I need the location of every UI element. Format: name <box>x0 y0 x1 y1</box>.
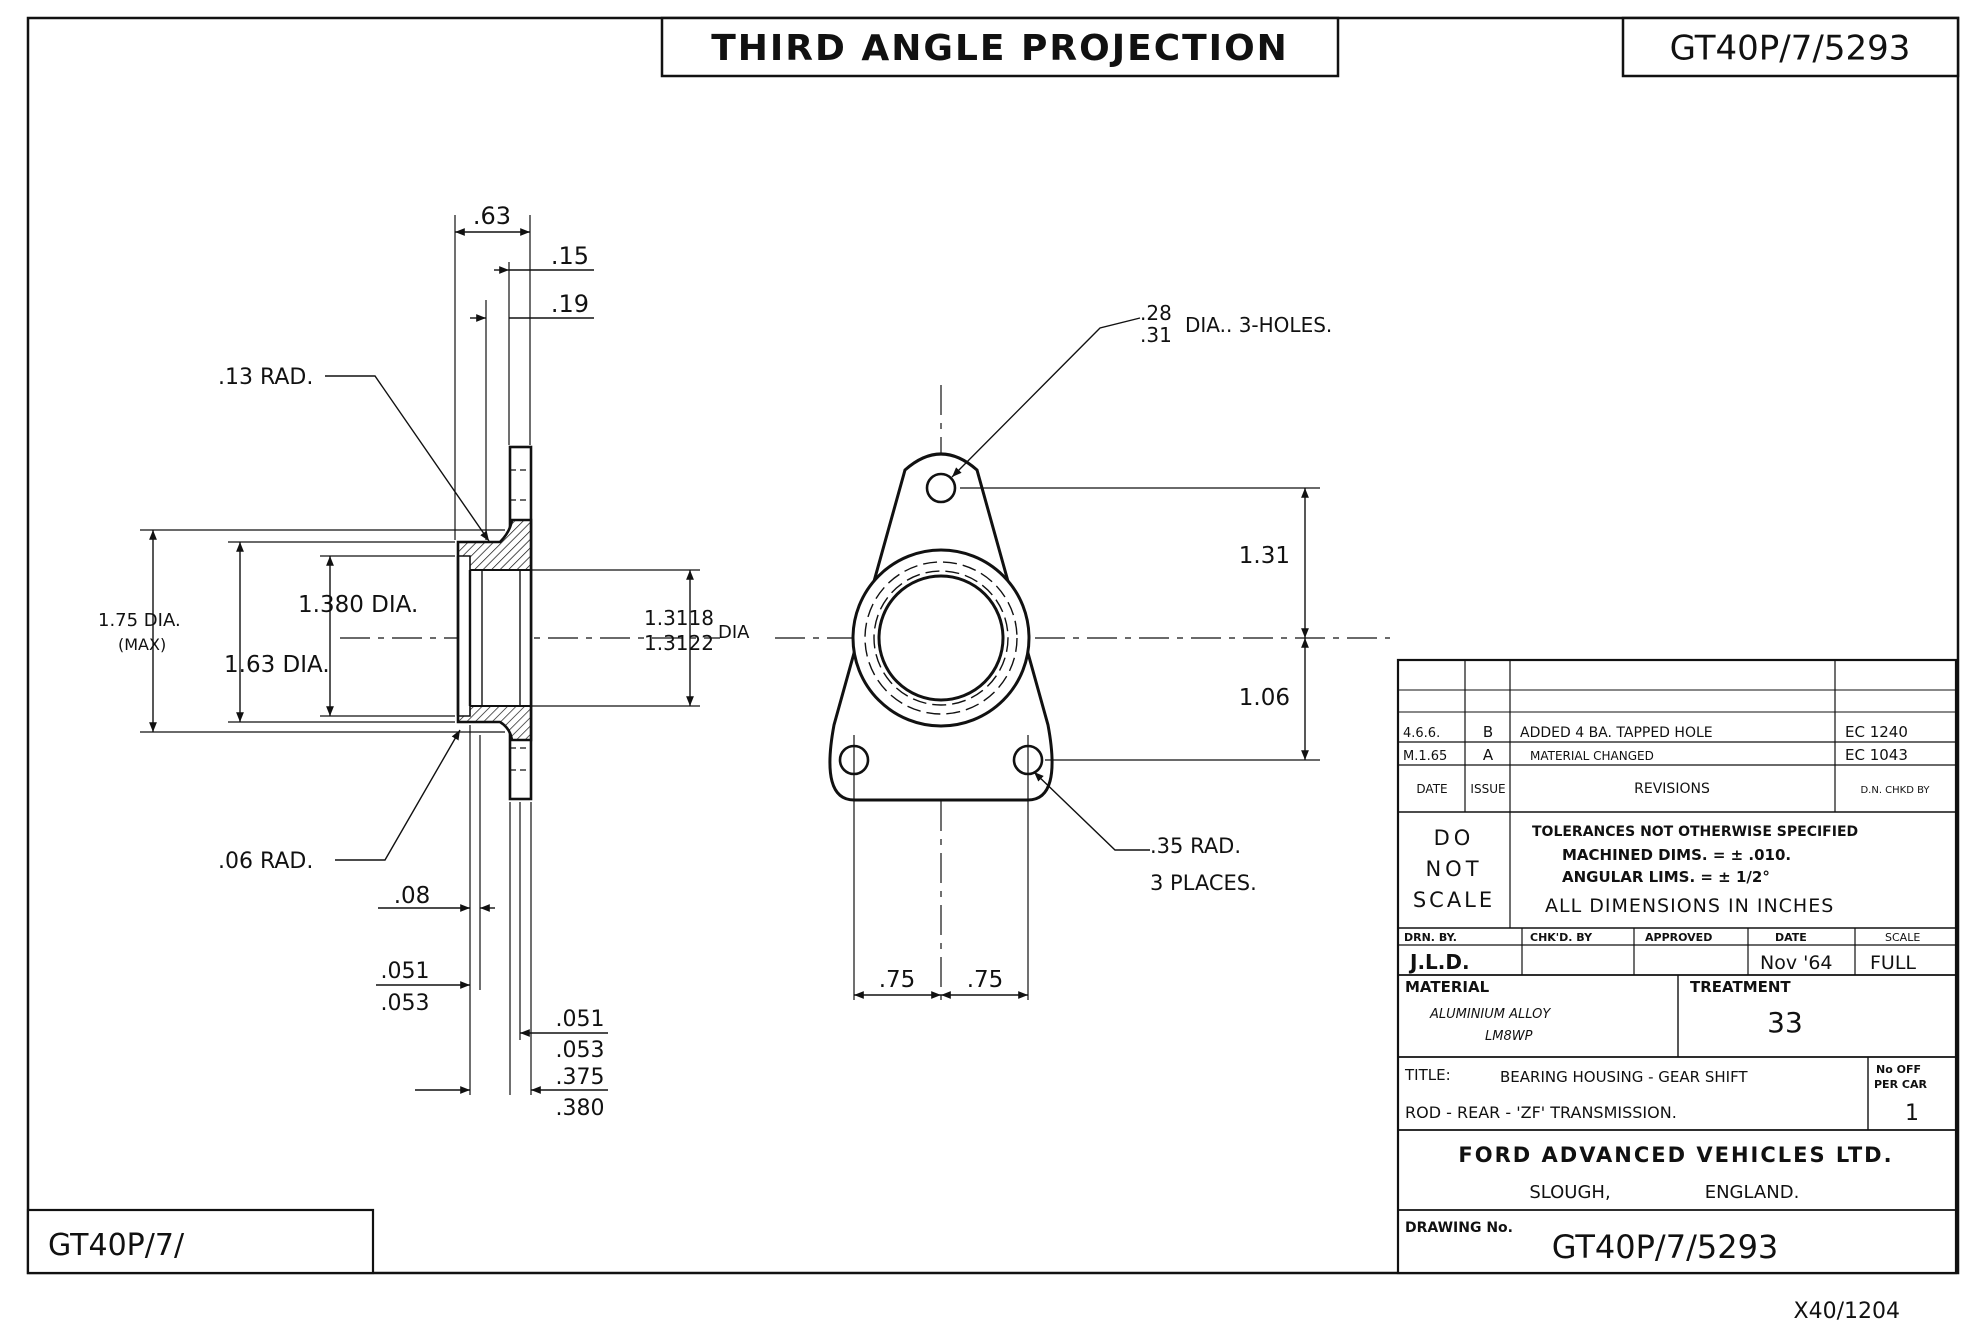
dim-75-right: .75 <box>967 967 1004 993</box>
holes-tol-bottom: .31 <box>1140 323 1172 347</box>
dia-mid-label: 1.63 DIA. <box>224 652 330 678</box>
front-view <box>775 317 1390 1000</box>
holes-suffix: DIA.. 3-HOLES. <box>1185 313 1332 337</box>
dia-outer-label: 1.75 DIA. <box>98 610 181 631</box>
dim-106: 1.06 <box>1239 685 1290 711</box>
bottom-left-stamp: GT40P/7/ <box>26 1208 375 1275</box>
company-name: FORD ADVANCED VEHICLES LTD. <box>1458 1143 1893 1167</box>
dim-375-top: .375 <box>556 1065 605 1090</box>
radius-top-label: .13 RAD. <box>218 365 313 390</box>
treatment-label: TREATMENT <box>1690 978 1791 996</box>
scale-value: FULL <box>1870 952 1916 974</box>
rev-a-text: MATERIAL CHANGED <box>1530 749 1654 763</box>
projection-label: THIRD ANGLE PROJECTION <box>711 28 1289 69</box>
location-country: ENGLAND. <box>1705 1182 1800 1203</box>
hdr-date: DATE <box>1775 931 1807 944</box>
rev-header-ref: D.N. CHKD BY <box>1860 785 1930 796</box>
dim-08: .08 <box>394 883 431 909</box>
tolerances-machined: MACHINED DIMS. = ± .010. <box>1562 846 1791 864</box>
hdr-scale: SCALE <box>1885 931 1920 944</box>
no-off-line1: No OFF <box>1876 1063 1921 1076</box>
rev-header-date: DATE <box>1416 782 1447 796</box>
all-dimensions: ALL DIMENSIONS IN INCHES <box>1545 895 1834 917</box>
bore-suffix: DIA <box>718 622 750 643</box>
rev-a-date: M.1.65 <box>1403 749 1447 764</box>
hdr-approved: APPROVED <box>1645 931 1712 944</box>
drn-by-value: J.L.D. <box>1408 950 1470 974</box>
dim-051-right-bottom: .053 <box>556 1038 605 1063</box>
title-block-text: 4.6.6. B ADDED 4 BA. TAPPED HOLE EC 1240… <box>1403 723 1930 1266</box>
front-view-labels: .28 .31 DIA.. 3-HOLES. 1.31 1.06 .35 RAD… <box>879 301 1333 993</box>
dia-outer-max-label: (MAX) <box>118 635 166 654</box>
rev-b-date: 4.6.6. <box>1403 726 1440 741</box>
projection-header: THIRD ANGLE PROJECTION <box>660 16 1340 78</box>
rev-a-issue: A <box>1483 746 1494 764</box>
rad-line1: .35 RAD. <box>1150 834 1241 858</box>
rev-header-issue: ISSUE <box>1470 782 1505 796</box>
title-line1: BEARING HOUSING - GEAR SHIFT <box>1500 1068 1748 1086</box>
dim-051-left-bottom: .053 <box>381 991 430 1016</box>
dim-63: .63 <box>473 202 511 230</box>
title-label: TITLE: <box>1404 1066 1451 1084</box>
rev-header-revisions: REVISIONS <box>1634 781 1710 797</box>
bottom-left-stamp-text: GT40P/7/ <box>48 1228 185 1263</box>
no-off-value: 1 <box>1905 1101 1919 1126</box>
rev-b-issue: B <box>1483 723 1493 741</box>
title-line2: ROD - REAR - 'ZF' TRANSMISSION. <box>1405 1103 1677 1122</box>
dim-375-bottom: .380 <box>556 1096 605 1121</box>
bore-tol-bottom: 1.3122 <box>644 631 714 655</box>
dim-051-right-top: .051 <box>556 1007 605 1032</box>
do-not-scale-2: NOT <box>1425 857 1482 881</box>
dim-051-left-top: .051 <box>381 959 430 984</box>
drawing-number-top: GT40P/7/5293 <box>1670 29 1911 69</box>
side-view-labels: .63 .15 .19 .13 RAD. .06 RAD. 1.75 DIA. … <box>98 202 750 1121</box>
dim-75-left: .75 <box>879 967 916 993</box>
dia-inner-label: 1.380 DIA. <box>298 592 418 618</box>
radius-bottom-label: .06 RAD. <box>218 849 313 874</box>
material-line1: ALUMINIUM ALLOY <box>1429 1007 1551 1022</box>
material-label: MATERIAL <box>1405 978 1490 996</box>
hdr-drn: DRN. BY. <box>1404 931 1457 944</box>
side-view <box>140 215 720 1095</box>
holes-tol-top: .28 <box>1140 301 1172 325</box>
no-off-line2: PER CAR <box>1874 1078 1927 1091</box>
material-line2: LM8WP <box>1485 1029 1533 1044</box>
dim-15: .15 <box>551 242 589 270</box>
rev-a-ref: EC 1043 <box>1845 746 1908 764</box>
drawing-label: DRAWING No. <box>1405 1220 1513 1236</box>
rad-line2: 3 PLACES. <box>1150 871 1257 895</box>
drawing-number-header: GT40P/7/5293 <box>1621 16 1960 78</box>
title-block <box>1396 658 1958 1275</box>
treatment-value: 33 <box>1767 1006 1803 1039</box>
tolerances-angular: ANGULAR LIMS. = ± 1/2° <box>1562 868 1770 886</box>
bore-tol-top: 1.3118 <box>644 606 714 630</box>
date-value: Nov '64 <box>1760 952 1833 974</box>
footer-reference: X40/1204 <box>1794 1299 1900 1324</box>
dim-131: 1.31 <box>1239 543 1290 569</box>
rev-b-text: ADDED 4 BA. TAPPED HOLE <box>1520 725 1713 741</box>
tolerances-title: TOLERANCES NOT OTHERWISE SPECIFIED <box>1532 824 1858 840</box>
do-not-scale-3: SCALE <box>1413 888 1495 912</box>
dim-19: .19 <box>551 290 589 318</box>
drawing-number: GT40P/7/5293 <box>1552 1228 1779 1266</box>
hdr-chkd: CHK'D. BY <box>1530 931 1593 944</box>
do-not-scale-1: DO <box>1434 826 1475 850</box>
location-town: SLOUGH, <box>1529 1182 1610 1203</box>
rev-b-ref: EC 1240 <box>1845 723 1908 741</box>
